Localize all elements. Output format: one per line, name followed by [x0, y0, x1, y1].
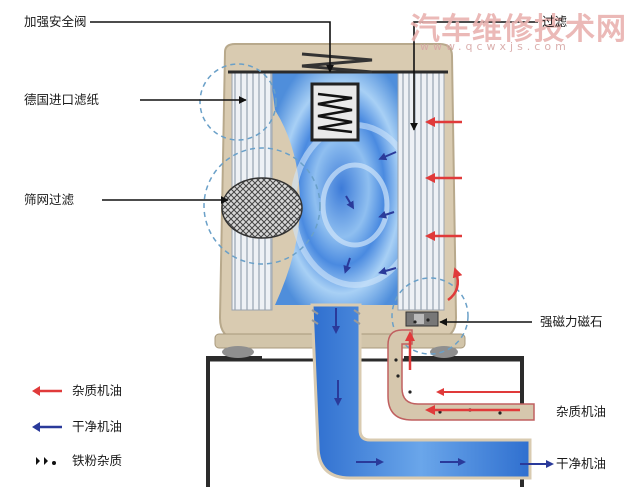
highlight-circle-magnet [391, 277, 469, 355]
watermark-title: 汽车维修技术网 [410, 12, 627, 47]
label-relief-valve: 加强安全阀 [24, 14, 87, 29]
legend-iron-dust-label: 铁粉杂质 [72, 453, 123, 468]
swirl-ring [320, 162, 390, 248]
magnet-core [414, 314, 424, 324]
legend-clean-label: 干净机油 [72, 419, 123, 434]
legend-clean-arrow-icon [32, 422, 62, 432]
highlight-circle-mesh [203, 147, 321, 265]
callout-lines [90, 21, 538, 326]
dirty-oil-flow-arrows [405, 117, 520, 415]
label-magnet: 强磁力磁石 [540, 314, 603, 329]
clean-oil-flow-arrows [332, 151, 466, 466]
base-seal-left [222, 346, 254, 358]
outlet-thread [311, 309, 361, 325]
highlight-circle-top [199, 63, 277, 141]
top-spring [301, 52, 373, 74]
watermark-url: www.qcwxjs.com [420, 40, 570, 53]
legend-iron-dust-icon [36, 457, 56, 465]
filter-paper-right [397, 71, 445, 311]
center-outlet-tube [310, 303, 532, 480]
label-filtration: 过滤 [542, 14, 568, 29]
legend-dirty-label: 杂质机油 [72, 383, 123, 398]
screen-mesh [221, 177, 303, 239]
label-filter-paper: 德国进口滤纸 [24, 92, 100, 107]
relief-valve-spring [317, 92, 353, 134]
label-dirty-oil-in: 杂质机油 [556, 404, 607, 419]
legend-dirty-arrow-icon [32, 386, 62, 396]
label-screen-filter: 筛网过滤 [24, 192, 75, 207]
label-clean-oil-out: 干净机油 [556, 456, 607, 471]
